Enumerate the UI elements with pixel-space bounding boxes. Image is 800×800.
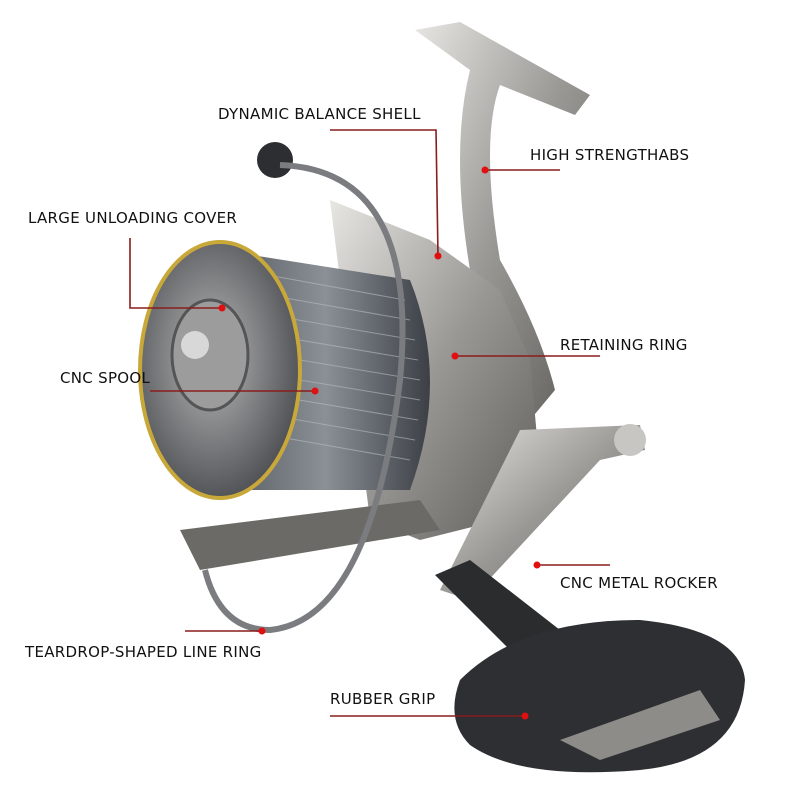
bail-wire: [202, 162, 406, 634]
leader-dots: [218, 166, 541, 720]
label-cnc-metal-rocker: CNC METAL ROCKER: [560, 574, 718, 592]
leader-large-unloading-cover: [129, 238, 222, 309]
label-dynamic-balance-shell: DYNAMIC BALANCE SHELL: [218, 105, 421, 123]
leader-dynamic-balance-shell: [330, 129, 439, 257]
label-high-strength-abs: HIGH STRENGTHABS: [530, 146, 690, 164]
knob-stem: [435, 560, 560, 660]
label-rubber-grip: RUBBER GRIP: [330, 690, 436, 708]
line-roller: [257, 142, 293, 178]
label-retaining-ring: RETAINING RING: [560, 336, 688, 354]
reel-foot: [180, 500, 440, 570]
label-cnc-spool: CNC SPOOL: [60, 369, 151, 387]
crank-arm: [440, 425, 645, 600]
leader-lines: [129, 129, 610, 717]
label-teardrop-line-ring: TEARDROP-SHAPED LINE RING: [25, 643, 262, 661]
label-large-unloading-cover: LARGE UNLOADING COVER: [28, 209, 238, 227]
